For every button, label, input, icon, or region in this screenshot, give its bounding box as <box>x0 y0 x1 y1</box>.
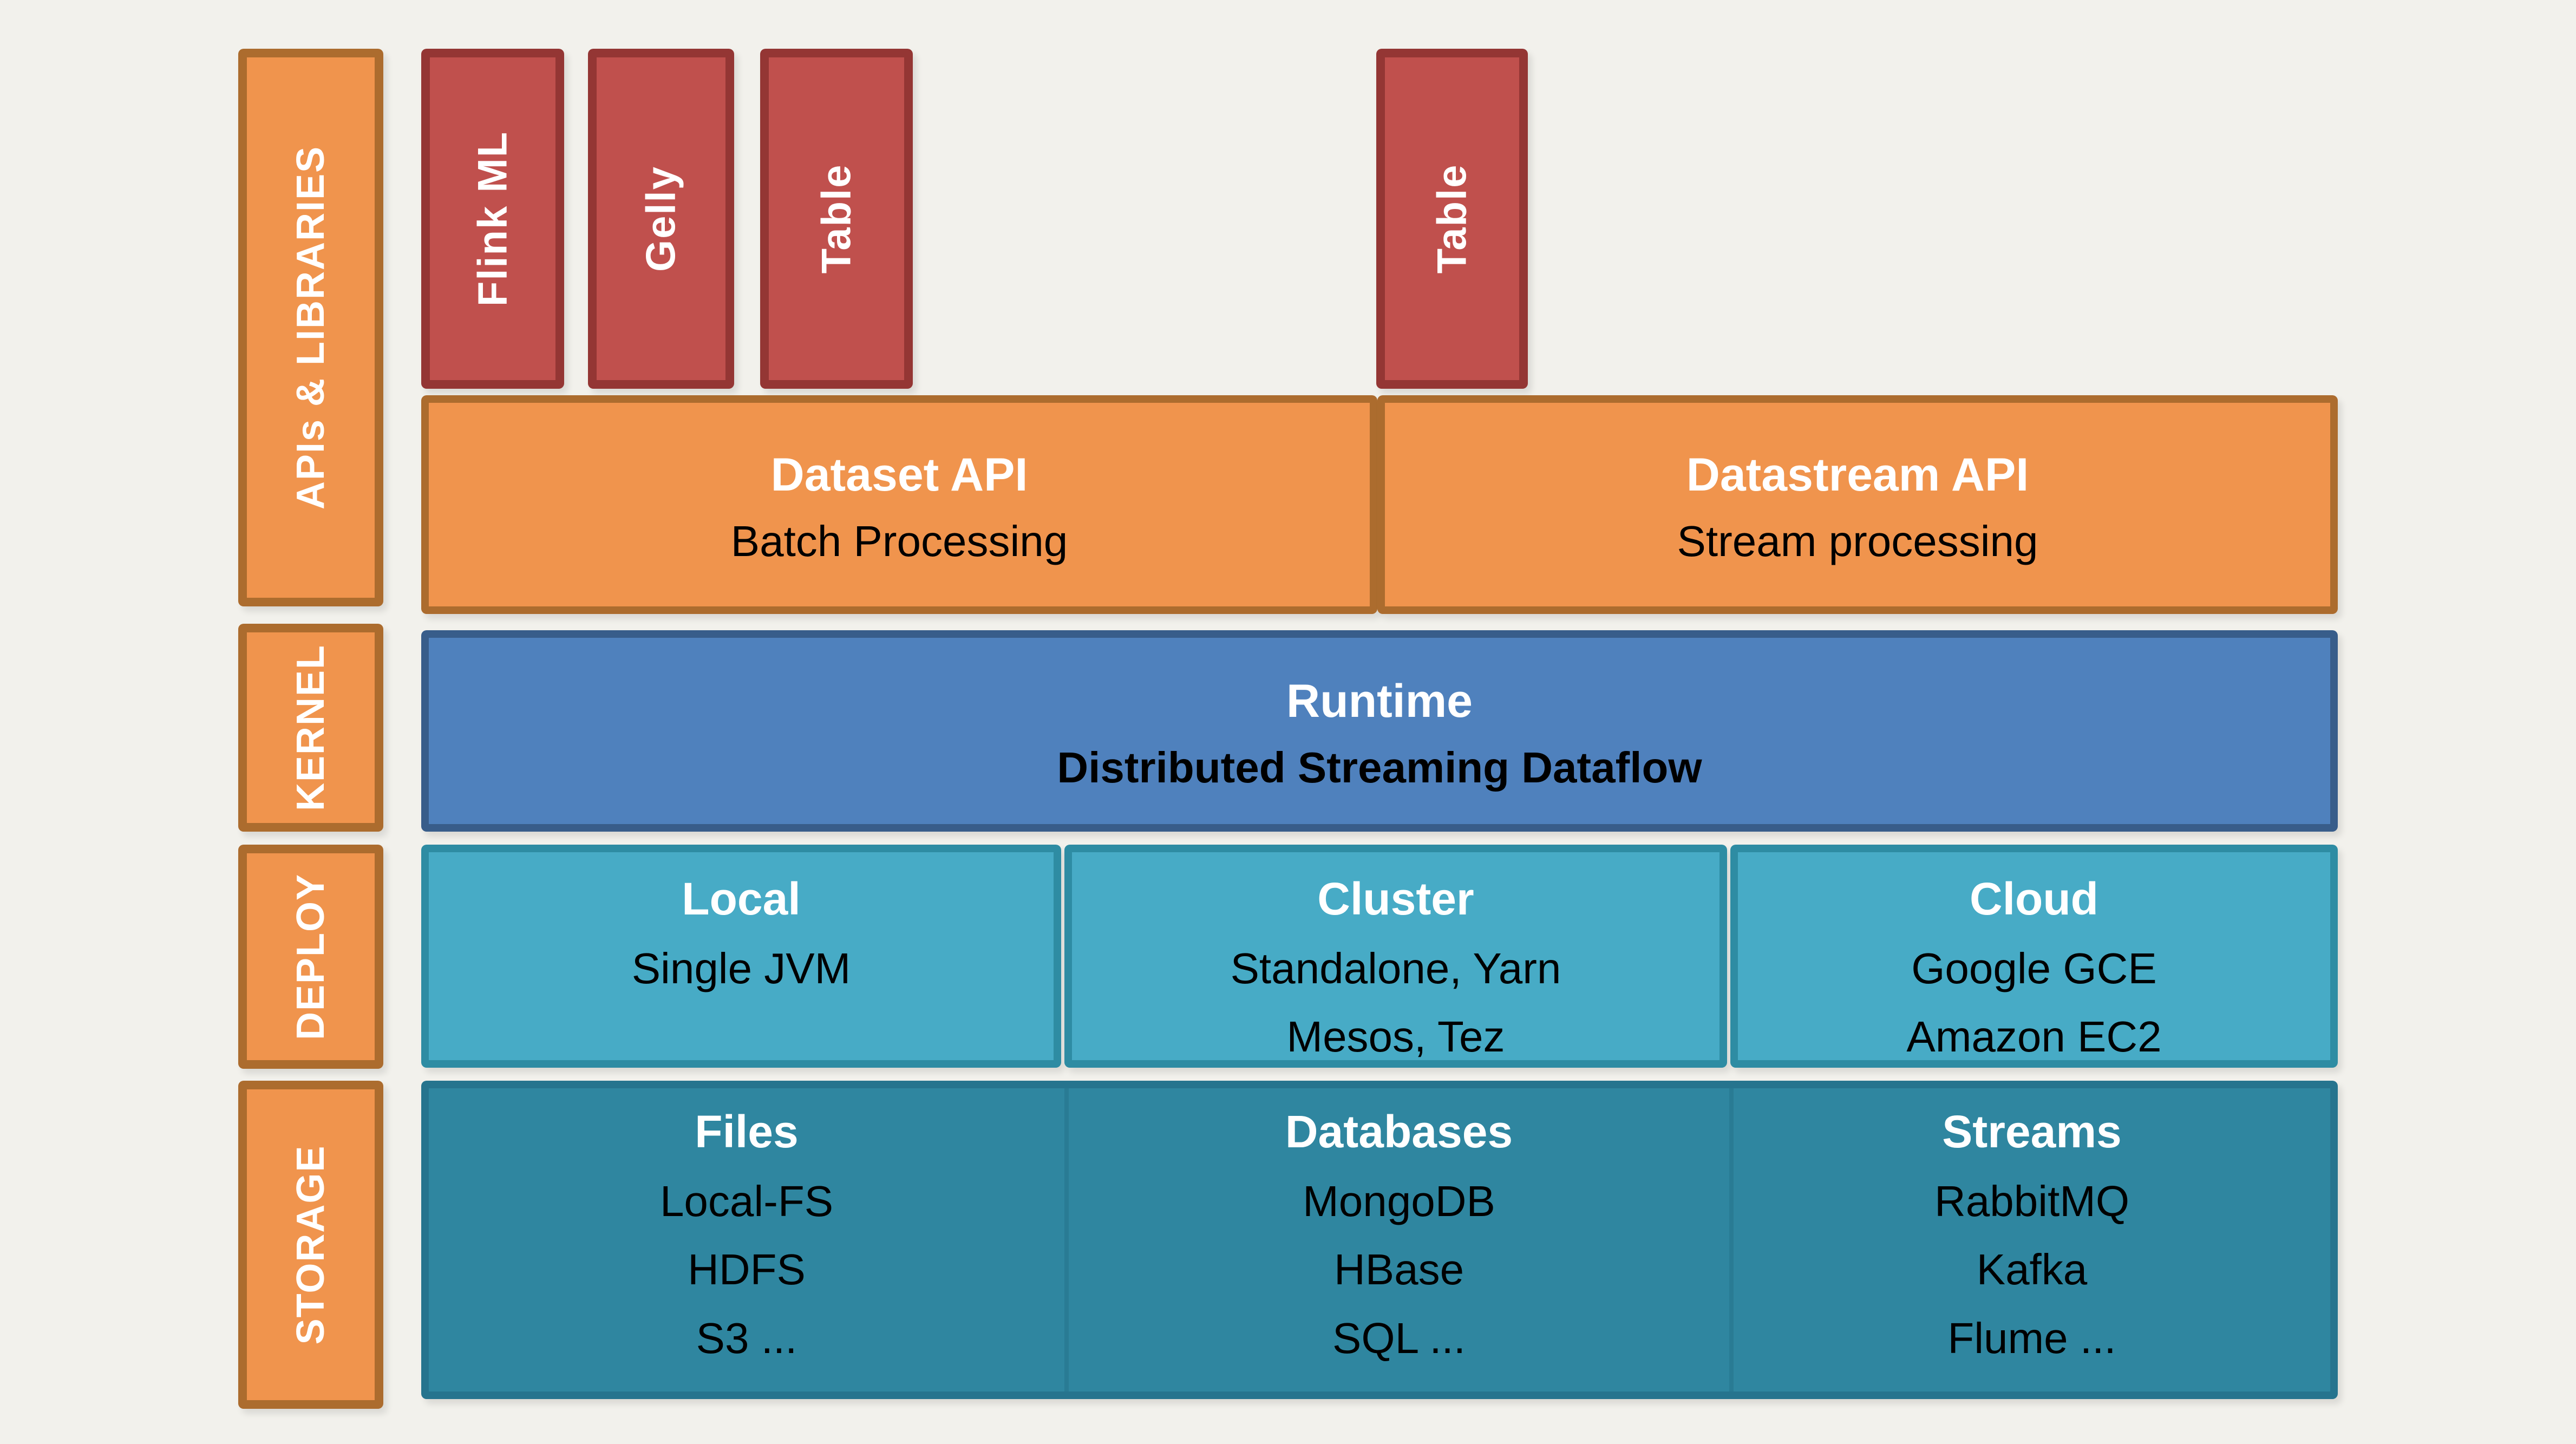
library-label-flink-ml: Flink ML <box>469 130 516 307</box>
dataset-api-subtitle: Batch Processing <box>730 517 1068 565</box>
library-box-table-batch: Table <box>760 49 913 389</box>
library-box-table-stream: Table <box>1376 49 1528 389</box>
api-box-datastream: Datastream API Stream processing <box>1377 395 2338 614</box>
deploy-cloud-line: Amazon EC2 <box>1906 1012 2162 1061</box>
storage-divider-databases-streams <box>1729 1088 1734 1391</box>
storage-files-line: Local-FS <box>659 1177 834 1225</box>
deploy-cloud-title: Cloud <box>1970 873 2098 924</box>
sidebar-label-apis-libraries: APIs & LIBRARIES <box>289 145 332 510</box>
storage-files-lines: Local-FS HDFS S3 ... <box>660 1167 833 1373</box>
library-box-gelly: Gelly <box>588 49 734 389</box>
storage-databases-title: Databases <box>1285 1106 1513 1157</box>
api-box-dataset: Dataset API Batch Processing <box>421 395 1377 614</box>
sidebar-layer-kernel: KERNEL <box>238 624 383 832</box>
storage-databases-line: MongoDB <box>1303 1177 1495 1225</box>
storage-cell-databases: Databases MongoDB HBase SQL ... <box>1069 1088 1729 1391</box>
sidebar-layer-apis-libraries: APIs & LIBRARIES <box>238 49 383 606</box>
storage-streams-line: Kafka <box>1976 1245 2088 1294</box>
storage-streams-line: Flume ... <box>1947 1314 2116 1362</box>
datastream-api-subtitle: Stream processing <box>1677 517 2038 565</box>
library-box-flink-ml: Flink ML <box>421 49 564 389</box>
storage-streams-title: Streams <box>1942 1106 2122 1157</box>
storage-cell-files: Files Local-FS HDFS S3 ... <box>429 1088 1064 1391</box>
library-label-gelly: Gelly <box>638 166 684 272</box>
deploy-box-cloud: Cloud Google GCE Amazon EC2 <box>1730 845 2338 1068</box>
library-label-table-batch: Table <box>813 164 860 274</box>
storage-streams-line: RabbitMQ <box>1934 1177 2130 1225</box>
sidebar-label-deploy: DEPLOY <box>289 873 332 1041</box>
dataset-api-title: Dataset API <box>770 449 1028 501</box>
deploy-local-line: Single JVM <box>631 944 851 992</box>
storage-divider-files-databases <box>1064 1088 1069 1391</box>
deploy-cluster-line: Standalone, Yarn <box>1230 944 1561 992</box>
sidebar-label-storage: STORAGE <box>289 1145 332 1345</box>
runtime-subtitle: Distributed Streaming Dataflow <box>1057 743 1702 792</box>
deploy-cluster-title: Cluster <box>1317 873 1474 924</box>
sidebar-layer-storage: STORAGE <box>238 1081 383 1409</box>
storage-files-line: HDFS <box>688 1245 806 1294</box>
deploy-cloud-lines: Google GCE Amazon EC2 <box>1906 935 2161 1071</box>
deploy-box-cluster: Cluster Standalone, Yarn Mesos, Tez <box>1064 845 1727 1068</box>
deploy-local-title: Local <box>682 873 801 924</box>
storage-databases-line: HBase <box>1333 1245 1464 1294</box>
storage-files-title: Files <box>695 1106 799 1157</box>
storage-streams-lines: RabbitMQ Kafka Flume ... <box>1934 1167 2129 1373</box>
deploy-cloud-line: Google GCE <box>1911 944 2157 992</box>
sidebar-label-kernel: KERNEL <box>289 644 332 812</box>
storage-files-line: S3 ... <box>696 1314 797 1362</box>
storage-cell-streams: Streams RabbitMQ Kafka Flume ... <box>1734 1088 2330 1391</box>
deploy-box-local: Local Single JVM <box>421 845 1061 1068</box>
runtime-title: Runtime <box>1286 675 1473 727</box>
deploy-local-lines: Single JVM <box>632 935 851 1003</box>
storage-databases-lines: MongoDB HBase SQL ... <box>1303 1167 1495 1373</box>
deploy-cluster-lines: Standalone, Yarn Mesos, Tez <box>1231 935 1561 1071</box>
storage-databases-line: SQL ... <box>1332 1314 1466 1362</box>
runtime-box: Runtime Distributed Streaming Dataflow <box>421 630 2338 832</box>
sidebar-layer-deploy: DEPLOY <box>238 845 383 1069</box>
storage-box: Files Local-FS HDFS S3 ... Databases Mon… <box>421 1081 2338 1399</box>
library-label-table-stream: Table <box>1429 164 1475 274</box>
deploy-cluster-line: Mesos, Tez <box>1286 1012 1505 1061</box>
datastream-api-title: Datastream API <box>1686 449 2029 501</box>
